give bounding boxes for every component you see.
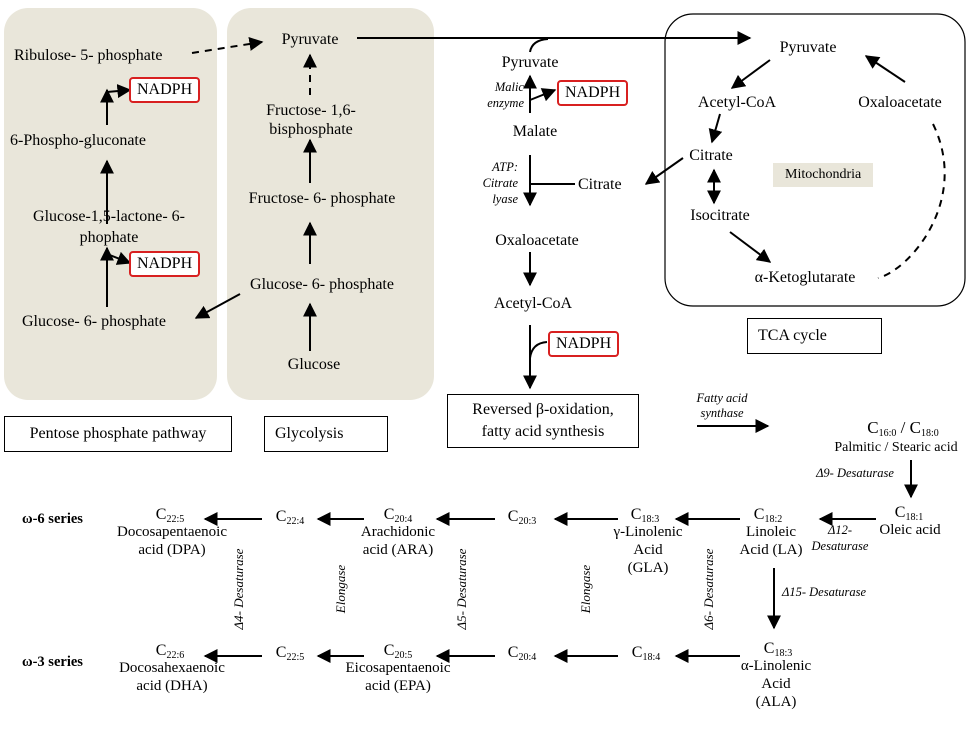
fatty-acid-synthesis-box: Reversed β-oxidation, fatty acid synthes… — [447, 394, 639, 448]
c20-4-omega3: C20:4 — [507, 644, 537, 663]
mitochondria-label: Mitochondria — [773, 163, 874, 187]
isocitrate: Isocitrate — [690, 207, 750, 224]
citrate-cytosol: Citrate — [578, 176, 622, 193]
c20-3: C20:3 — [507, 508, 537, 527]
pyruvate-mito: Pyruvate — [779, 39, 837, 56]
malate: Malate — [512, 123, 558, 140]
c22-4: C22:4 — [275, 508, 305, 527]
ppp-label-box: Pentose phosphate pathway — [4, 416, 232, 452]
c20-5: C20:5 — [383, 642, 413, 661]
fbp-line1: Fructose- 1,6- — [266, 102, 356, 119]
ala-line2: Acid — [761, 676, 791, 692]
delta12-line2: Desaturase — [811, 539, 869, 553]
acetyl-coa-cytosol: Acetyl-CoA — [493, 295, 573, 312]
elongase-1: Elongase — [578, 564, 593, 614]
gla-line1: γ-Linolenic — [613, 524, 683, 540]
delta12-line1: Δ12- — [828, 523, 852, 537]
epa-line2: acid (EPA) — [365, 678, 431, 694]
c18-4: C18:4 — [631, 644, 661, 663]
glycolysis-panel — [227, 8, 434, 400]
ala-line1: α-Linolenic — [740, 658, 812, 674]
fas-box-line1: Reversed β-oxidation, — [472, 401, 614, 418]
ribulose-5-phosphate: Ribulose- 5- phosphate — [14, 47, 163, 64]
la-line2: Acid (LA) — [739, 542, 803, 558]
fructose-6-phosphate: Fructose- 6- phosphate — [248, 190, 396, 207]
ara-line2: acid (ARA) — [362, 542, 434, 558]
nadph-box-fas: NADPH — [548, 331, 620, 357]
c22-5-omega6: C22:5 — [155, 506, 185, 525]
alpha-ketoglutarate: α-Ketoglutarate — [754, 269, 856, 286]
c22-6: C22:6 — [155, 642, 185, 661]
glucose-lactone-line1: Glucose-1,5-lactone- 6- — [33, 208, 185, 225]
palmitic-stearic-acid: Palmitic / Stearic acid — [834, 440, 958, 455]
fbp-line2: bisphosphate — [269, 121, 353, 138]
gla-line2: Acid — [633, 542, 663, 558]
oleic-acid: Oleic acid — [879, 522, 941, 538]
glucose-6-phosphate-glycolysis: Glucose- 6- phosphate — [250, 276, 394, 293]
citrate-mito: Citrate — [689, 147, 733, 164]
delta15-desaturase: Δ15- Desaturase — [782, 585, 867, 599]
oxaloacetate-cytosol: Oxaloacetate — [495, 232, 579, 249]
ala-line3: (ALA) — [755, 694, 797, 710]
6-phosphogluconate: 6-Phospho-gluconate — [10, 132, 146, 149]
dpa-line2: acid (DPA) — [138, 542, 206, 558]
atp-citrate-lyase-line2: Citrate — [482, 176, 518, 190]
atp-citrate-lyase-line3: lyase — [492, 192, 518, 206]
ara-line1: Arachidonic — [360, 524, 436, 540]
c16-c18-label: C16:0 / C18:0 — [867, 418, 939, 439]
tca-label-box: TCA cycle — [747, 318, 882, 354]
pyruvate-cytosol: Pyruvate — [501, 54, 559, 71]
c18-1: C18:1 — [894, 504, 924, 523]
c20-4-omega6: C20:4 — [383, 506, 413, 525]
nadph-box-malic: NADPH — [557, 80, 629, 106]
fatty-acid-synthase-line1: Fatty acid — [696, 391, 748, 405]
c18-2: C18:2 — [753, 506, 783, 525]
dpa-line1: Docosapentaenoic — [117, 524, 227, 540]
c18-3-omega3: C18:3 — [763, 640, 793, 659]
fas-box-line2: fatty acid synthesis — [481, 423, 605, 440]
malic-enzyme-line2: enzyme — [487, 96, 524, 110]
oxaloacetate-mito: Oxaloacetate — [858, 94, 942, 111]
dha-line1: Docosahexaenoic — [119, 660, 225, 676]
ppp-panel — [4, 8, 217, 400]
glucose-6-phosphate-ppp: Glucose- 6- phosphate — [22, 313, 166, 330]
mitochondria-outline — [664, 13, 966, 307]
dha-line2: acid (DHA) — [136, 678, 208, 694]
glucose: Glucose — [287, 356, 341, 373]
c18-3-omega6: C18:3 — [630, 506, 660, 525]
omega6-series-label: ω-6 series — [22, 511, 83, 527]
c22-5-omega3: C22:5 — [275, 644, 305, 663]
nadph-box-ppp-2: NADPH — [129, 251, 201, 277]
acetyl-coa-mito: Acetyl-CoA — [697, 94, 777, 111]
malic-enzyme-line1: Malic — [494, 80, 524, 94]
delta4-desaturase: Δ4- Desaturase — [231, 548, 246, 630]
glycolysis-label-box: Glycolysis — [264, 416, 388, 452]
fatty-acid-synthase-line2: synthase — [700, 406, 744, 420]
delta6-desaturase: Δ6- Desaturase — [701, 548, 716, 630]
gla-line3: (GLA) — [627, 560, 669, 576]
delta9-desaturase: Δ9- Desaturase — [816, 466, 894, 480]
delta5-desaturase: Δ5- Desaturase — [454, 548, 469, 630]
atp-citrate-lyase-line1: ATP: — [492, 160, 518, 174]
nadph-box-ppp-1: NADPH — [129, 77, 201, 103]
glucose-lactone-line2: phophate — [79, 229, 139, 246]
elongase-2: Elongase — [333, 564, 348, 614]
epa-line1: Eicosapentaenoic — [345, 660, 451, 676]
pyruvate-glycolysis: Pyruvate — [281, 31, 339, 48]
omega3-series-label: ω-3 series — [22, 654, 83, 670]
la-line1: Linoleic — [746, 524, 796, 540]
